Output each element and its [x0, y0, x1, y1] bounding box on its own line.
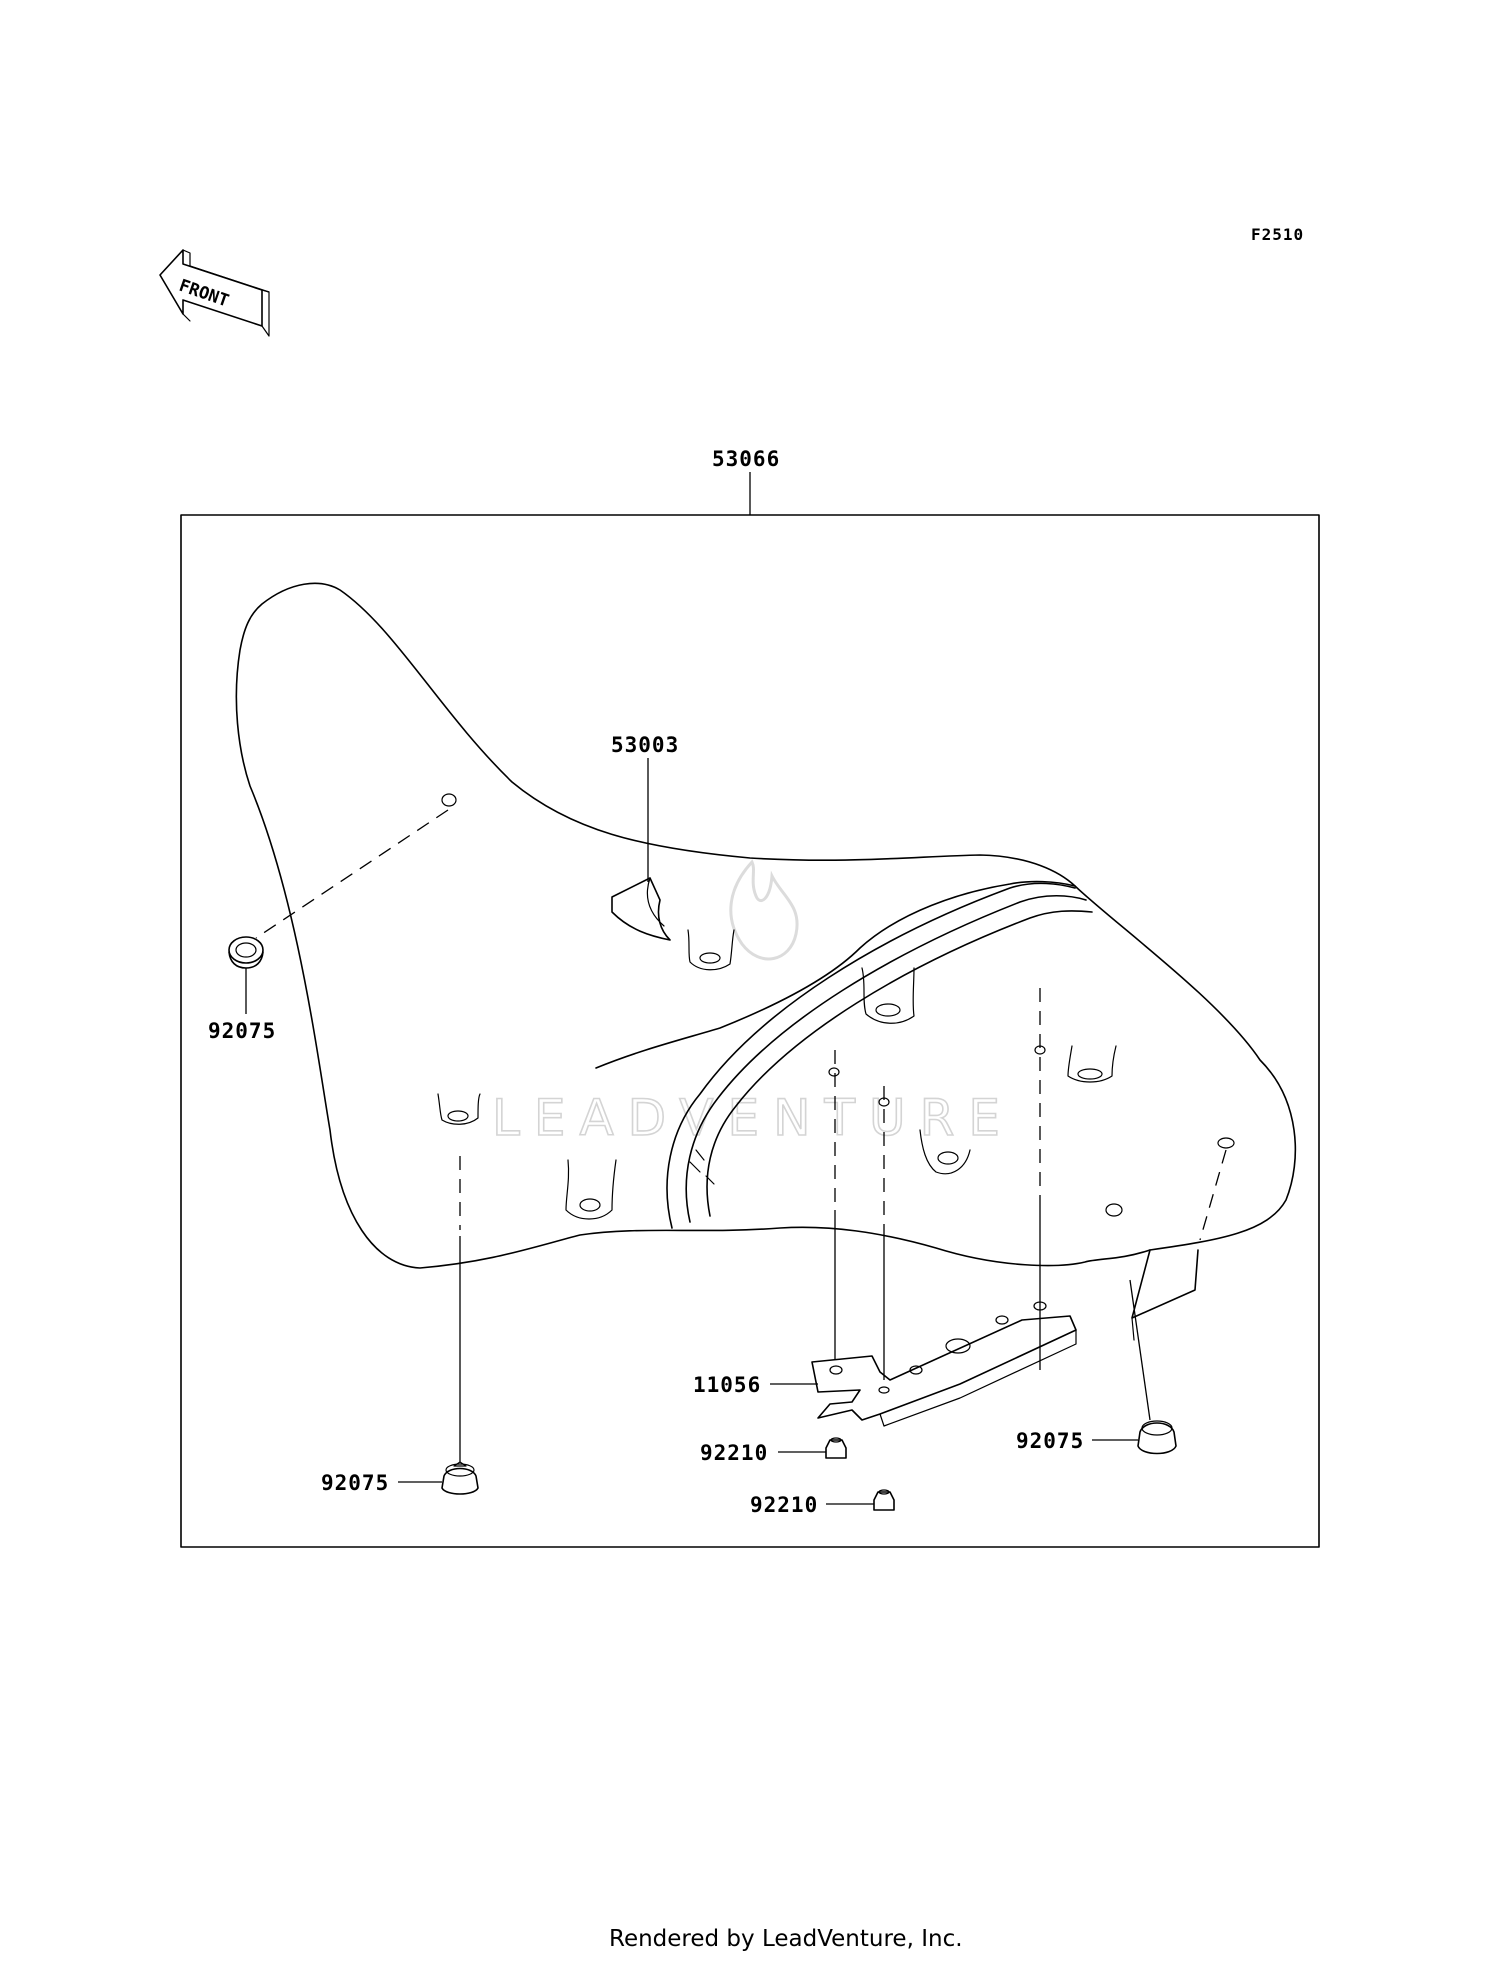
svg-text:LEADVENTURE: LEADVENTURE — [492, 1089, 1014, 1147]
part-number-nut-lower: 92210 — [750, 1493, 818, 1517]
part-number-assembly: 53066 — [712, 447, 780, 471]
part-number-damper-left: 92075 — [208, 1019, 276, 1043]
damper-front — [441, 1461, 479, 1495]
nut-lower — [873, 1489, 895, 1511]
front-arrow-icon: FRONT — [159, 249, 270, 337]
figure-code: F2510 — [1251, 225, 1304, 244]
damper-right — [1137, 1420, 1177, 1455]
part-number-seat-cover-label: 53003 — [611, 733, 679, 757]
damper-left — [228, 936, 264, 969]
part-number-bracket: 11056 — [693, 1373, 761, 1397]
bracket — [811, 1301, 1077, 1427]
seat-illustration — [235, 582, 1297, 1341]
mounting-pockets — [437, 929, 1117, 1220]
watermark: LEADVENTURE — [491, 859, 1014, 1148]
nut-upper — [825, 1437, 847, 1459]
footer-credit: Rendered by LeadVenture, Inc. — [609, 1926, 963, 1952]
part-number-damper-right: 92075 — [1016, 1429, 1084, 1453]
part-number-damper-front: 92075 — [321, 1471, 389, 1495]
assembly-lines — [255, 809, 1227, 1462]
part-number-nut-upper: 92210 — [700, 1441, 768, 1465]
